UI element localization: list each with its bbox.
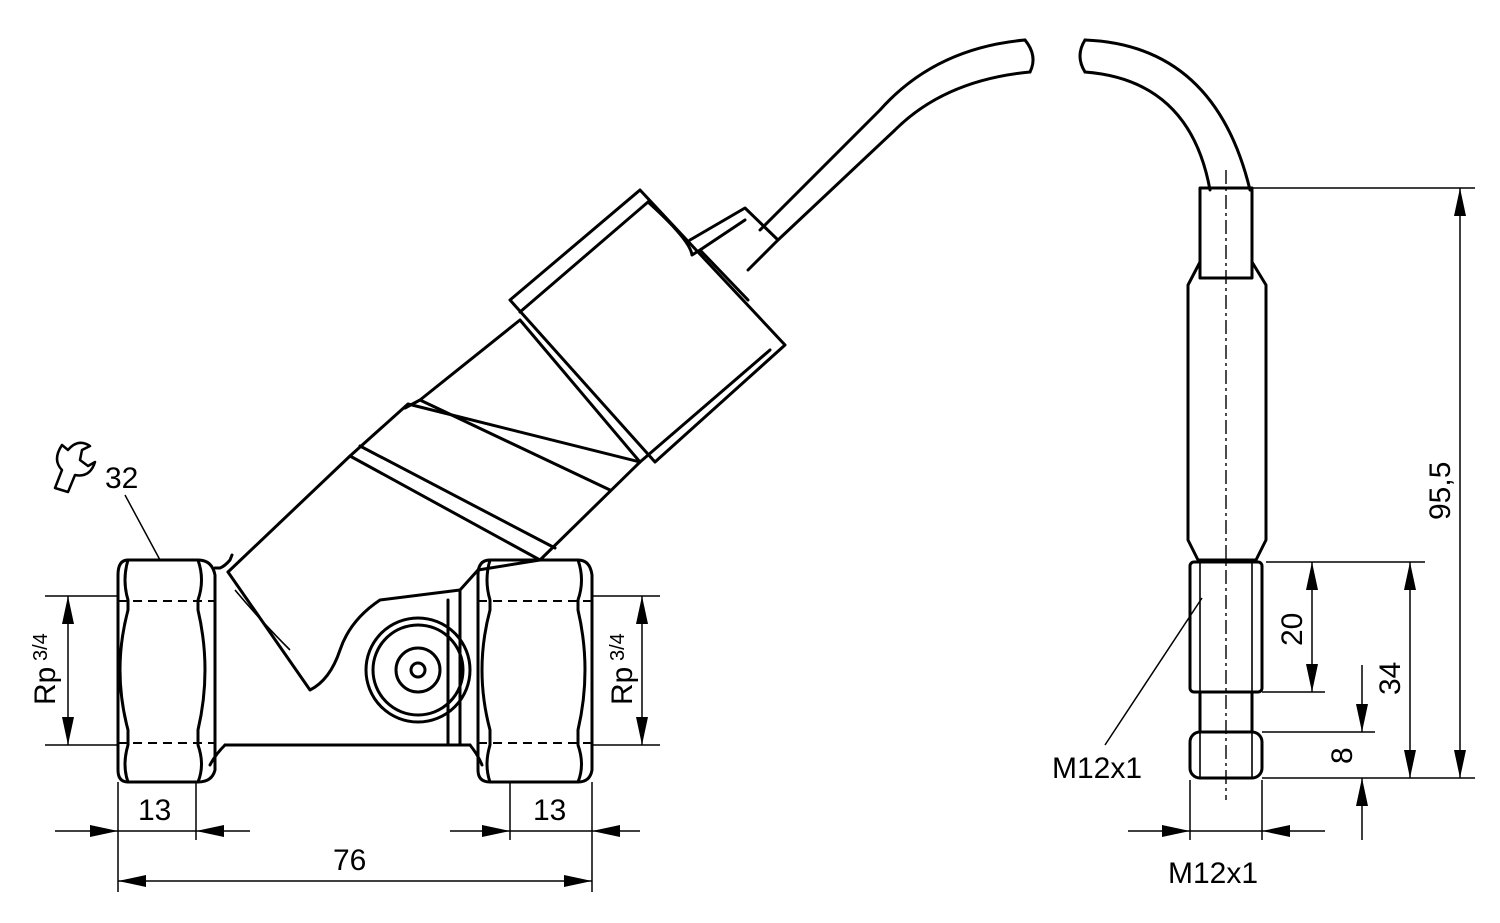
thread-right-fraction: 3/4	[607, 633, 629, 661]
overall-length-label: 76	[333, 844, 366, 877]
connector-total-label: 34	[1374, 662, 1407, 695]
dimension-labels: 32 Rp 3/4 Rp 3/4 13 13 76 95,5 34 20 8 M…	[29, 462, 1457, 890]
cable	[758, 38, 1252, 242]
cable-connector	[1186, 170, 1268, 800]
port-length-right-label: 13	[533, 794, 566, 827]
wrench-icon	[53, 441, 97, 494]
thread-left-label: Rp	[29, 667, 62, 705]
port-length-left-label: 13	[138, 794, 171, 827]
connector-nut-label: 20	[1276, 613, 1309, 646]
thread-left-fraction: 3/4	[30, 633, 52, 661]
thread-right-label: Rp	[606, 667, 639, 705]
sensor-housing	[226, 188, 787, 574]
valve-body	[116, 553, 594, 784]
connector-thread-leader-label: M12x1	[1052, 752, 1142, 785]
connector-thread-bottom-label: M12x1	[1168, 857, 1258, 890]
cable-length-label: 95,5	[1424, 462, 1457, 520]
connector-pin-label: 8	[1326, 747, 1359, 764]
wrench-size-label: 32	[105, 462, 138, 495]
dimension-lines	[45, 187, 1475, 892]
